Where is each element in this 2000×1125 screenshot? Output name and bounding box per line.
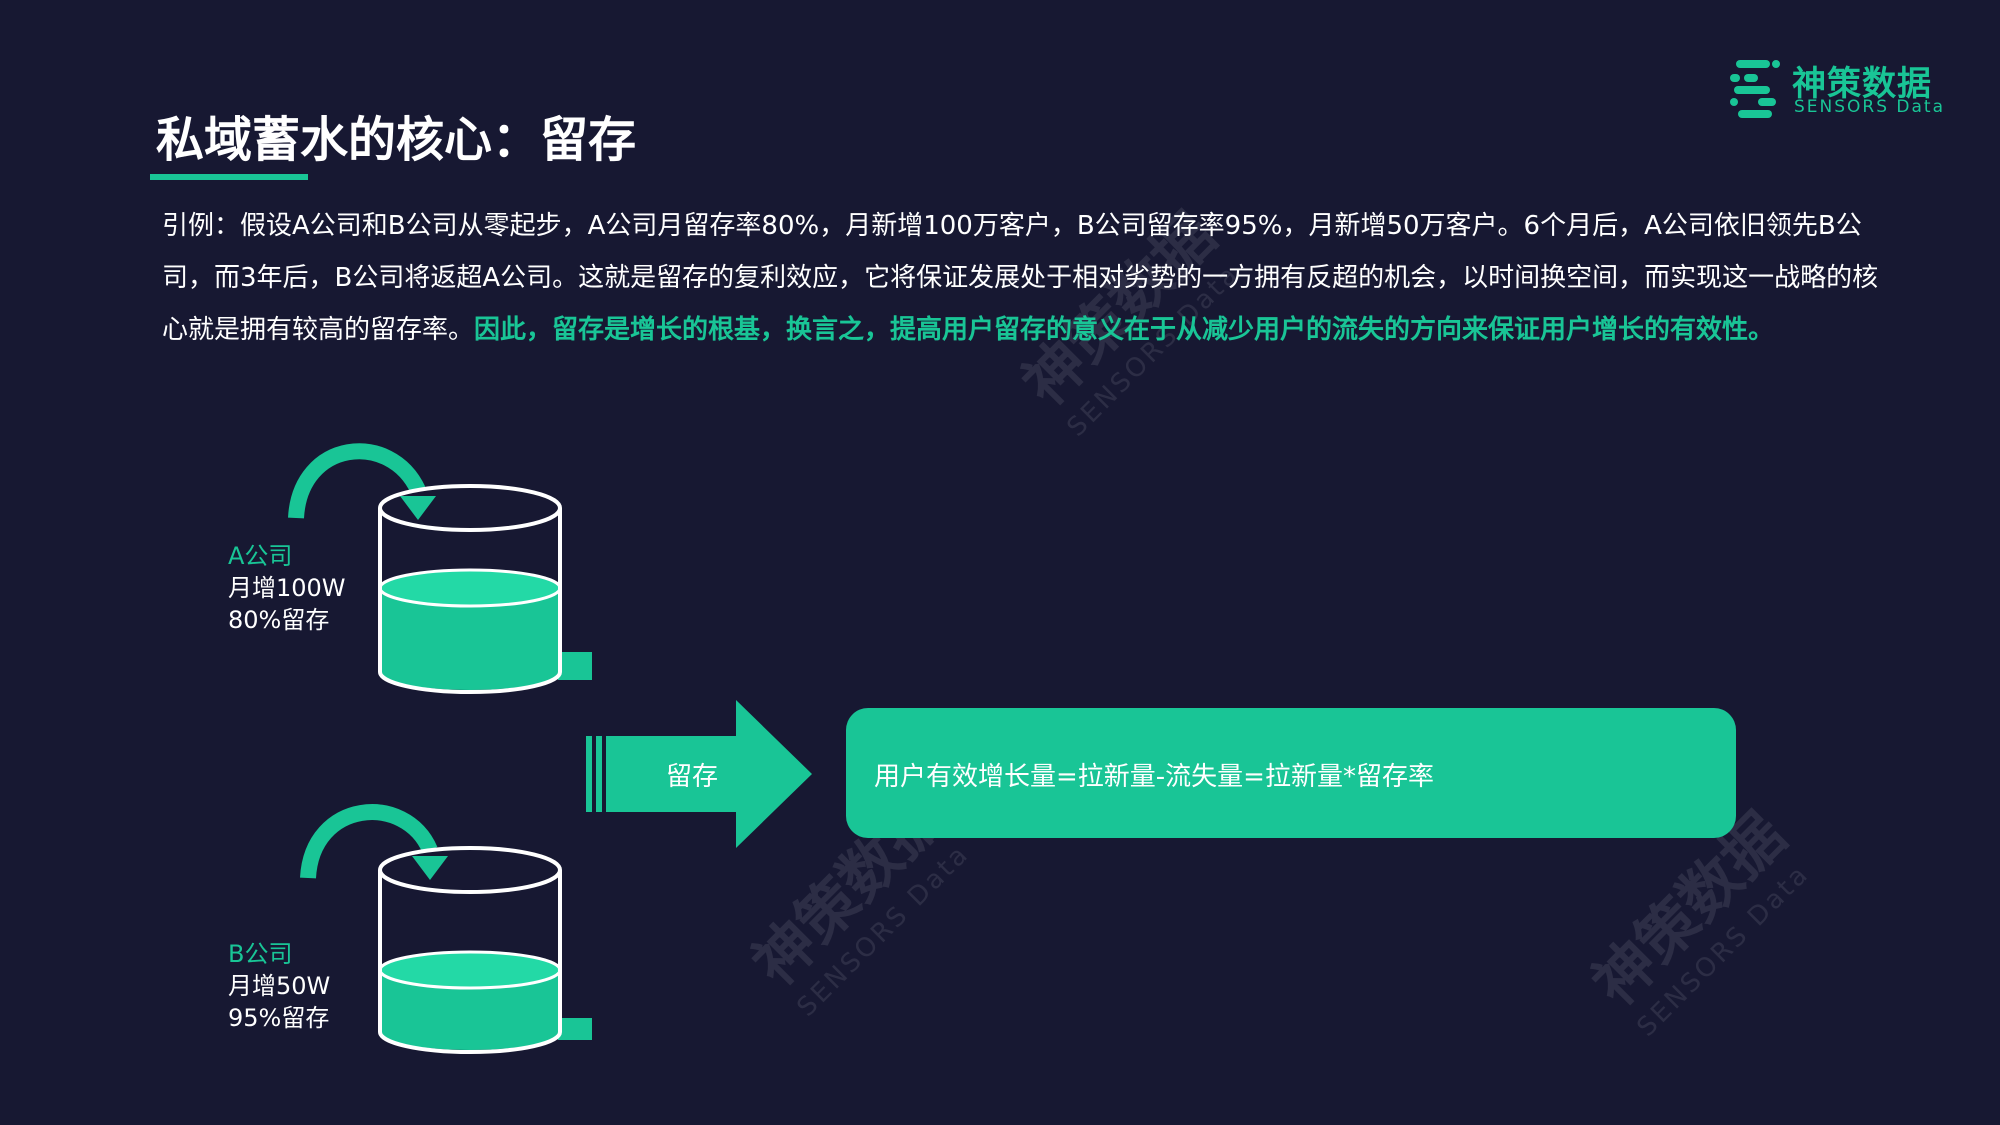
page-title: 私域蓄水的核心：留存 [156,112,637,168]
inflow-arrow-b-icon [300,804,438,879]
company-a-name: A公司 [228,542,293,570]
retention-arrow-icon [586,700,812,848]
inflow-arrowhead-a-icon [400,496,436,520]
water-fill-b [380,970,560,1050]
formula-box: 用户有效增长量=拉新量-流失量=拉新量*留存率 [846,708,1736,838]
brand-logo: 神策数据 SENSORS Data [1728,56,1958,122]
company-a-growth: 月增100W [228,574,346,602]
outlet-b [558,1018,592,1040]
title-underline [150,174,308,180]
company-b-retention: 95%留存 [228,1004,330,1032]
inflow-arrow-a-icon [288,443,426,519]
outlet-a [558,652,592,680]
sensors-logo-icon [1730,60,1780,118]
intro-paragraph: 引例：假设A公司和B公司从零起步，A公司月留存率80%，月新增100万客户，B公… [162,200,1902,356]
brand-name-cn: 神策数据 [1792,64,1932,104]
bucket-a [288,443,592,694]
bucket-a-rim [378,484,562,532]
inflow-arrowhead-b-icon [412,856,448,880]
formula-text: 用户有效增长量=拉新量-流失量=拉新量*留存率 [874,762,1434,792]
company-a-retention: 80%留存 [228,606,330,634]
bucket-b [300,804,592,1054]
water-fill-a [380,588,560,690]
retention-arrow-label: 留存 [666,762,719,792]
intro-highlight: 因此，留存是增长的根基，换言之，提高用户留存的意义在于从减少用户的流失的方向来保… [474,315,1775,345]
intro-text: 引例：假设A公司和B公司从零起步，A公司月留存率80%，月新增100万客户，B公… [162,211,1879,345]
company-b-growth: 月增50W [228,972,331,1000]
brand-name-en: SENSORS Data [1794,97,1946,117]
bucket-b-rim [378,846,562,894]
company-b-name: B公司 [228,940,293,968]
